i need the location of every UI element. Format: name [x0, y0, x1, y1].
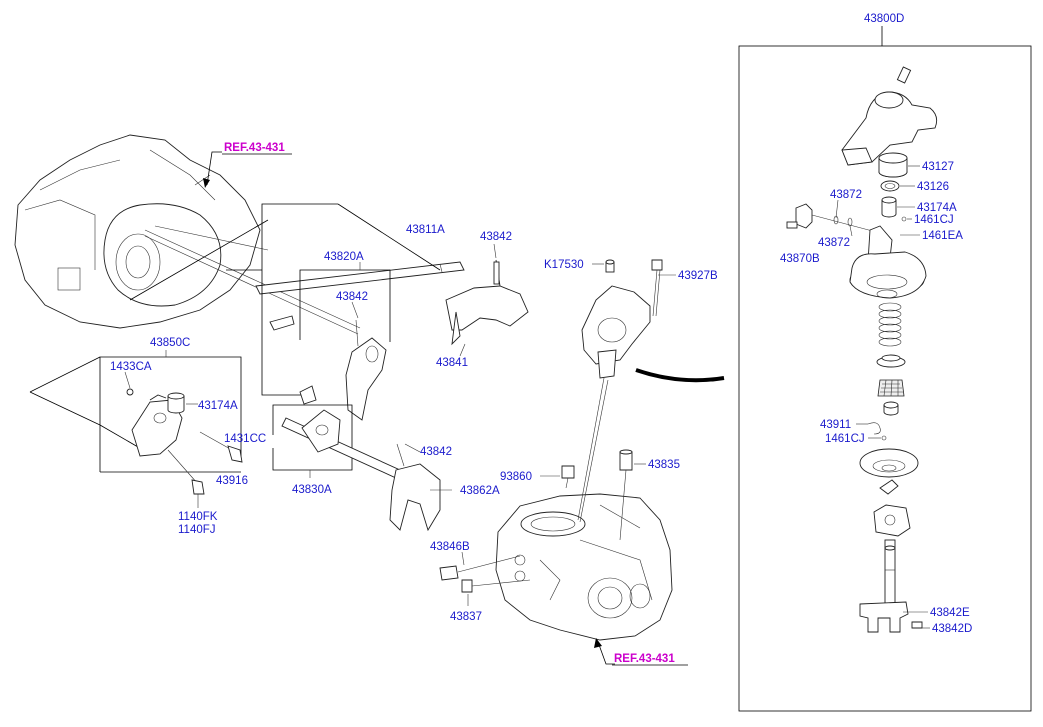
label-1433CA: 1433CA [110, 361, 152, 373]
small-cup [883, 401, 899, 416]
label-43870B: 43870B [780, 253, 820, 265]
part-43174A-left [167, 392, 185, 414]
dish-plate [859, 448, 919, 478]
label-1140FK: 1140FK [178, 511, 218, 523]
label-43841: 43841 [436, 357, 468, 369]
part-1140FK [167, 449, 205, 508]
label-43842E: 43842E [930, 607, 970, 619]
part-43126 [880, 180, 900, 192]
label-43800D: 43800D [864, 13, 904, 25]
label-43835: 43835 [648, 459, 680, 471]
clutch-housing [14, 134, 261, 329]
shift-cover-housing [849, 225, 927, 299]
part-43911 [867, 422, 881, 435]
spring [878, 302, 902, 347]
label-43126: 43126 [917, 181, 949, 193]
part-43835 [619, 449, 633, 541]
label-43830A: 43830A [292, 484, 332, 496]
label-43916: 43916 [216, 475, 248, 487]
label-43842D: 43842D [932, 623, 972, 635]
shift-fork-43862A [389, 443, 441, 532]
rubber-boot [877, 379, 905, 397]
assembly-arrow [635, 368, 725, 383]
control-housing [581, 259, 651, 379]
part-43927B [651, 259, 663, 317]
label-43846B: 43846B [430, 541, 470, 553]
label-43842-a: 43842 [480, 231, 512, 243]
shift-rails [144, 225, 361, 335]
spring-seat [876, 354, 906, 368]
part-43846B [439, 555, 521, 581]
part-93860 [561, 465, 575, 489]
part-43127 [878, 152, 908, 178]
control-shaft [859, 539, 930, 633]
part-43916 [199, 431, 243, 463]
label-43872-b: 43872 [818, 237, 850, 249]
part-43811A [255, 261, 465, 295]
bracket-43850C [99, 356, 242, 472]
label-43872-a: 43872 [830, 189, 862, 201]
shift-rail-43830A [281, 385, 401, 479]
label-43174A-left: 43174A [198, 400, 238, 412]
label-43842-c: 43842 [420, 446, 452, 458]
bracket-43820A [299, 269, 391, 342]
label-1140FJ: 1140FJ [178, 524, 216, 536]
shift-fork-43820A [345, 319, 387, 421]
part-43837 [461, 579, 531, 593]
label-1461CJ-b: 1461CJ [825, 433, 865, 445]
part-43850C [131, 394, 183, 457]
shift-lever-bracket [841, 66, 938, 166]
label-43842-b: 43842 [336, 291, 368, 303]
ref-bottom[interactable]: REF.43-431 [614, 653, 675, 665]
label-43820A: 43820A [324, 251, 364, 263]
label-43927B: 43927B [678, 270, 718, 282]
transmission-case [495, 493, 673, 641]
part-43174A-right [881, 196, 897, 218]
label-43862A: 43862A [460, 485, 500, 497]
label-1461EA: 1461EA [922, 230, 963, 242]
label-43811A: 43811A [406, 224, 445, 236]
label-43174A-right: 43174A [917, 202, 957, 214]
label-93860: 93860 [500, 471, 532, 483]
label-1461CJ-a: 1461CJ [914, 214, 954, 226]
label-K17530: K17530 [544, 259, 584, 271]
label-43911: 43911 [820, 419, 851, 431]
label-43850C: 43850C [150, 337, 190, 349]
label-43127: 43127 [922, 161, 954, 173]
shift-lug-43841 [445, 259, 529, 346]
label-43837: 43837 [450, 611, 482, 623]
ref-top[interactable]: REF.43-431 [224, 142, 285, 154]
bracket-43830A [272, 404, 353, 471]
label-1431CC: 1431CC [224, 433, 266, 445]
select-block [873, 504, 911, 537]
part-43870B [786, 203, 881, 234]
assembly-box-43800D [738, 45, 1032, 712]
